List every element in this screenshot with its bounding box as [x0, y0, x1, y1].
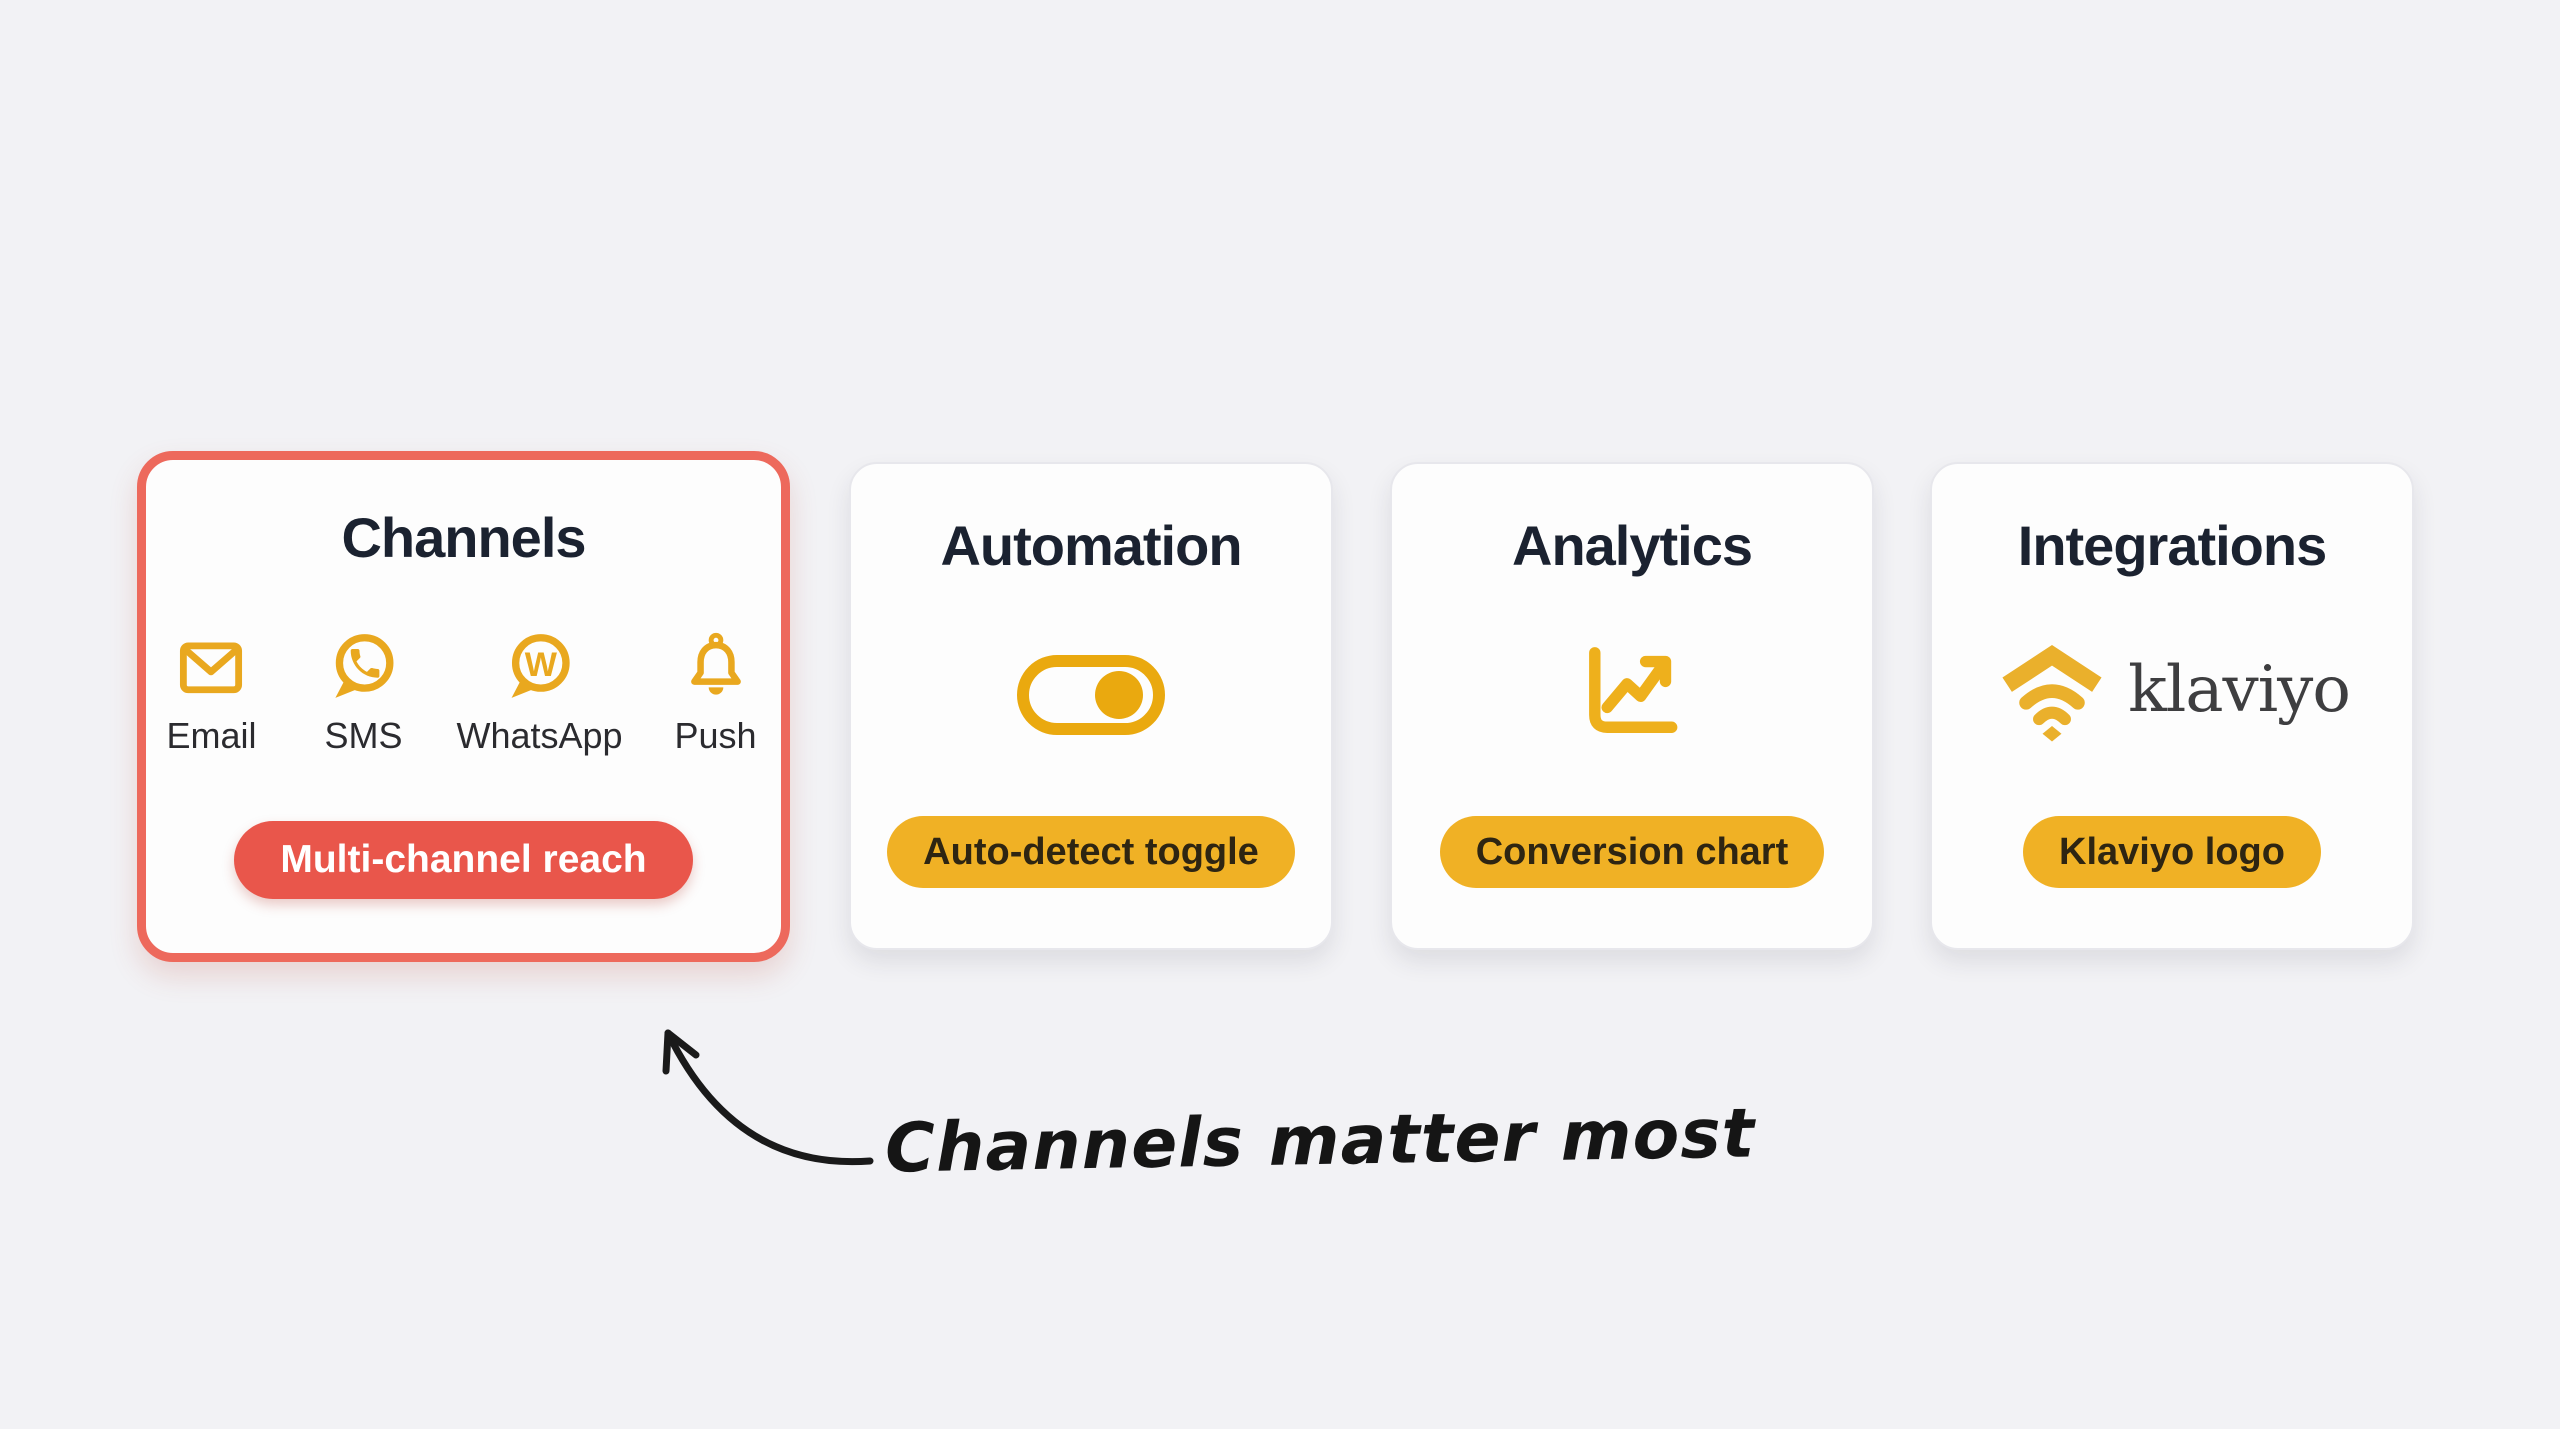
bell-icon — [690, 632, 741, 695]
channel-whatsapp-label: WhatsApp — [456, 715, 623, 756]
annotation-note: Channels matter most — [884, 1094, 1756, 1189]
analytics-icon-zone — [1412, 574, 1852, 816]
channel-push-label: Push — [674, 715, 757, 756]
card-channels-title: Channels — [341, 506, 586, 569]
conversion-chart-badge[interactable]: Conversion chart — [1439, 816, 1825, 888]
automation-icon-zone — [871, 574, 1311, 816]
auto-detect-toggle-badge[interactable]: Auto-detect toggle — [887, 816, 1295, 888]
multi-channel-reach-badge[interactable]: Multi-channel reach — [234, 821, 693, 899]
channel-whatsapp: W WhatsApp — [456, 628, 623, 756]
curved-arrow-icon — [662, 1029, 874, 1166]
email-envelope-icon — [180, 642, 243, 694]
channel-push: Push — [657, 628, 775, 756]
card-automation-title: Automation — [940, 514, 1242, 577]
klaviyo-logo-badge[interactable]: Klaviyo logo — [2023, 816, 2321, 888]
klaviyo-logo: klaviyo — [1994, 645, 2351, 745]
klaviyo-wordmark: klaviyo — [2128, 653, 2351, 727]
card-integrations[interactable]: Integrations klaviyo Klaviyo logo — [1930, 462, 2414, 950]
whatsapp-w-glyph: W — [524, 646, 557, 684]
card-channels[interactable]: Channels Email SMS — [137, 451, 790, 962]
channels-icon-row: Email SMS W WhatsApp — [152, 628, 774, 756]
card-analytics-title: Analytics — [1512, 514, 1753, 577]
klaviyo-mark-icon — [2002, 645, 2102, 742]
line-chart-icon — [1589, 647, 1678, 733]
card-integrations-title: Integrations — [2017, 514, 2327, 577]
whatsapp-bubble-icon: W — [511, 634, 570, 698]
channel-email-label: Email — [166, 715, 257, 756]
toggle-switch-icon[interactable] — [1015, 653, 1167, 737]
phone-bubble-icon — [335, 634, 394, 698]
integrations-icon-zone: klaviyo — [1952, 574, 2392, 816]
channel-email: Email — [152, 628, 270, 756]
channel-sms-label: SMS — [324, 715, 403, 756]
card-automation[interactable]: Automation Auto-detect toggle — [849, 462, 1333, 950]
channel-sms: SMS — [304, 628, 422, 756]
card-analytics[interactable]: Analytics Conversion chart — [1390, 462, 1874, 950]
